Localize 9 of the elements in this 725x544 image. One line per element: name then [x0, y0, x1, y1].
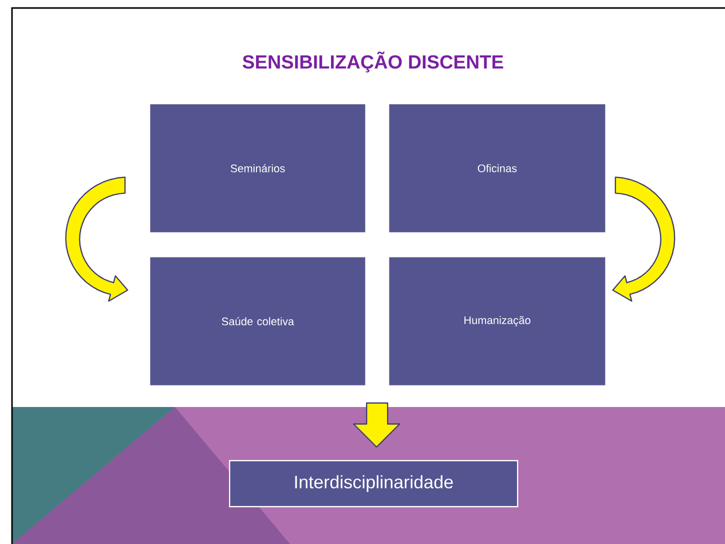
block-arrow: [612, 176, 676, 302]
topic-box: Saúde coletiva: [150, 257, 366, 386]
topic-box: Humanização: [389, 257, 606, 386]
topic-box: Oficinas: [389, 104, 606, 232]
topic-box: Seminários: [150, 104, 366, 232]
block-arrow: [353, 402, 400, 448]
block-arrow: [65, 176, 128, 302]
result-box: Interdisciplinaridade: [229, 460, 518, 508]
title: SENSIBILIZAÇÃO DISCENTE: [242, 52, 504, 72]
